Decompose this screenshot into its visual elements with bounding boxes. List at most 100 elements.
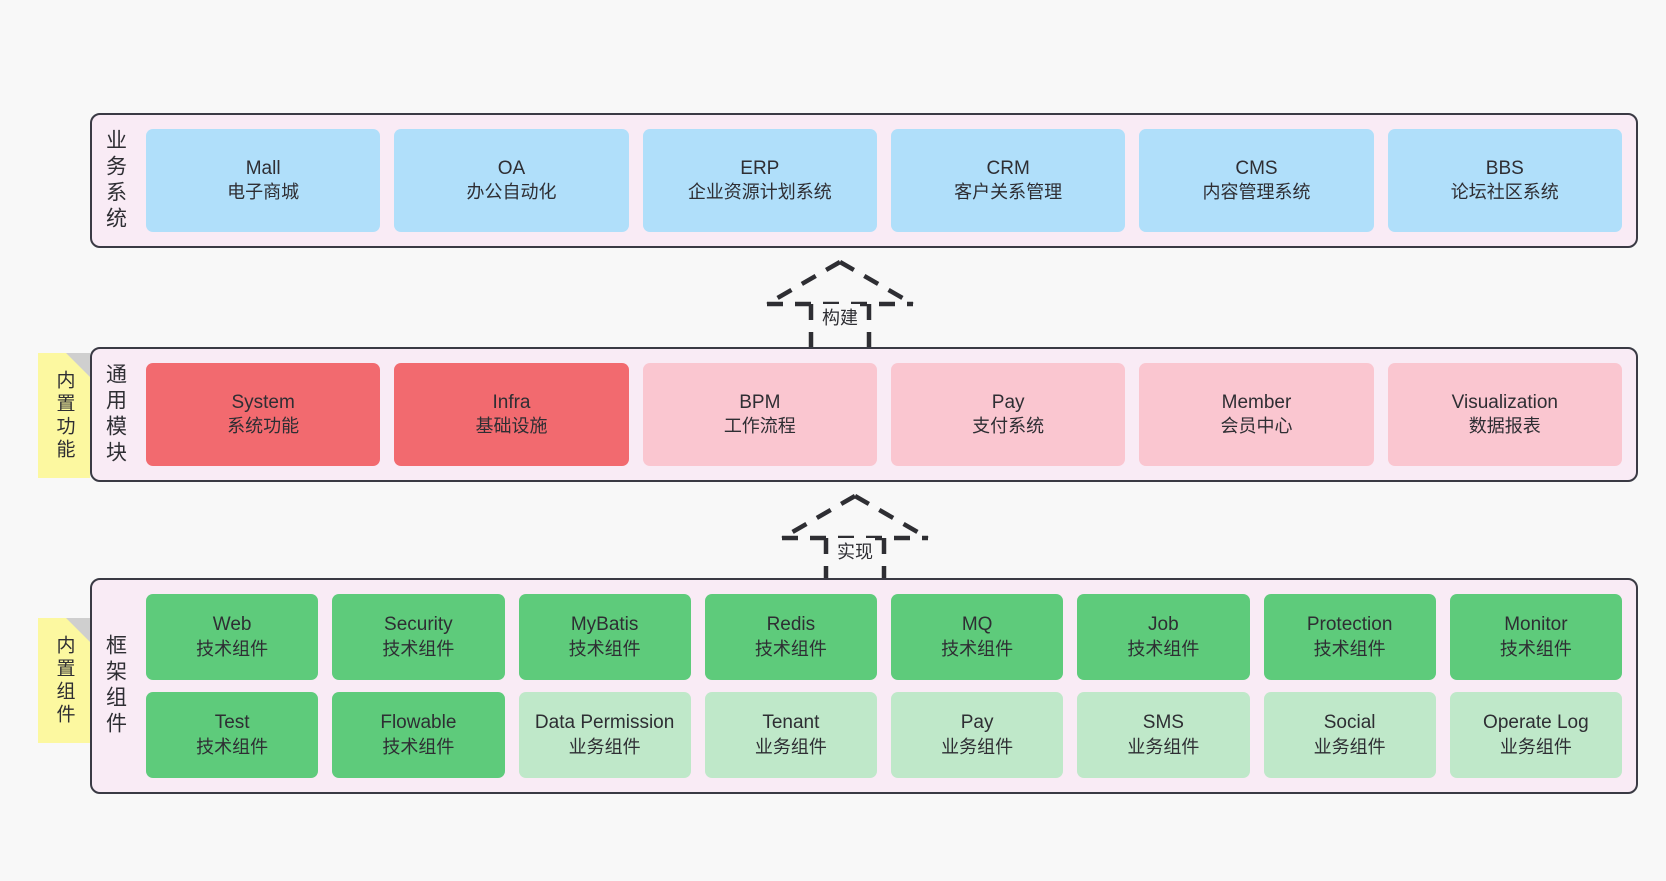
card-title: Tenant xyxy=(762,712,820,734)
sticky-note-builtin-component-label: 内置组件 xyxy=(53,634,75,727)
card-title: CRM xyxy=(986,157,1030,179)
card-title: Flowable xyxy=(380,712,457,734)
card-title: Infra xyxy=(492,391,531,413)
card-subtitle: 技术组件 xyxy=(568,638,641,659)
card-title: Protection xyxy=(1306,614,1393,636)
card-title: MyBatis xyxy=(570,614,639,636)
card-subtitle: 业务组件 xyxy=(568,736,641,757)
card-subtitle: 论坛社区系统 xyxy=(1450,182,1559,203)
card-crm[interactable]: CRM 客户关系管理 xyxy=(890,129,1126,232)
card-subtitle: 基础设施 xyxy=(475,416,548,437)
card-member[interactable]: Member 会员中心 xyxy=(1139,363,1374,466)
card-subtitle: 系统功能 xyxy=(227,416,300,437)
layer-framework-component-title: 框架组件 xyxy=(103,634,127,738)
card-subtitle: 业务组件 xyxy=(1499,736,1572,757)
card-title: BBS xyxy=(1485,157,1524,179)
card-title: Social xyxy=(1323,712,1376,734)
card-title: System xyxy=(231,391,295,413)
card-oa[interactable]: OA 办公自动化 xyxy=(394,129,629,232)
card-pay[interactable]: Pay 支付系统 xyxy=(890,363,1126,466)
card-erp[interactable]: ERP 企业资源计划系统 xyxy=(642,129,877,232)
card-title: Mall xyxy=(245,157,281,179)
card-subtitle: 电子商城 xyxy=(227,182,300,203)
card-subtitle: 技术组件 xyxy=(941,638,1014,659)
card-title: OA xyxy=(497,157,526,179)
connector-build-label: 构建 xyxy=(820,304,860,330)
card-title: MQ xyxy=(961,614,993,636)
layer-common-module-title: 通用模块 xyxy=(103,362,127,467)
card-subtitle: 办公自动化 xyxy=(466,182,557,203)
sticky-fold-corner-icon xyxy=(66,618,90,642)
card-title: Operate Log xyxy=(1483,712,1589,734)
card-title: Monitor xyxy=(1504,614,1568,636)
card-subtitle: 技术组件 xyxy=(382,736,455,757)
card-title: Member xyxy=(1221,391,1292,413)
card-subtitle: 技术组件 xyxy=(196,736,269,757)
connector-build: 构建 xyxy=(755,258,925,357)
card-system[interactable]: System 系统功能 xyxy=(146,363,381,466)
card-subtitle: 业务组件 xyxy=(941,736,1014,757)
card-title: Pay xyxy=(991,391,1025,413)
card-title: Redis xyxy=(766,614,816,636)
sticky-note-builtin-feature-label: 内置功能 xyxy=(53,369,75,462)
card-subtitle: 业务组件 xyxy=(1127,736,1200,757)
card-visualization[interactable]: Visualization 数据报表 xyxy=(1387,363,1622,466)
common-card-list: System 系统功能 Infra 基础设施 BPM 工作流程 Pay 支付系统 Member 会… xyxy=(138,349,1636,480)
card-title: Security xyxy=(384,614,453,636)
card-title: Job xyxy=(1148,614,1179,636)
sticky-note-builtin-feature: 内置功能 xyxy=(38,353,90,478)
card-bbs[interactable]: BBS 论坛社区系统 xyxy=(1387,129,1622,232)
card-subtitle: 客户关系管理 xyxy=(954,182,1063,203)
card-cms[interactable]: CMS 内容管理系统 xyxy=(1139,129,1374,232)
card-title: ERP xyxy=(740,157,780,179)
sticky-fold-corner-icon xyxy=(66,353,90,377)
card-subtitle: 技术组件 xyxy=(382,638,455,659)
card-title: CMS xyxy=(1235,157,1278,179)
card-subtitle: 技术组件 xyxy=(754,638,827,659)
card-infra[interactable]: Infra 基础设施 xyxy=(394,363,629,466)
card-subtitle: 技术组件 xyxy=(1499,638,1572,659)
card-subtitle: 内容管理系统 xyxy=(1202,182,1311,203)
card-subtitle: 技术组件 xyxy=(1313,638,1386,659)
card-title: Data Permission xyxy=(534,712,675,734)
card-subtitle: 会员中心 xyxy=(1220,416,1293,437)
card-mall[interactable]: Mall 电子商城 xyxy=(146,129,381,232)
card-subtitle: 企业资源计划系统 xyxy=(687,182,832,203)
connector-implement: 实现 xyxy=(770,492,940,591)
card-bpm[interactable]: BPM 工作流程 xyxy=(642,363,877,466)
card-subtitle: 支付系统 xyxy=(972,416,1045,437)
card-title: SMS xyxy=(1142,712,1184,734)
card-title: Test xyxy=(214,712,250,734)
card-title: Web xyxy=(212,614,252,636)
layer-business-system-title: 业务系统 xyxy=(103,128,127,233)
card-subtitle: 业务组件 xyxy=(754,736,827,757)
card-subtitle: 技术组件 xyxy=(196,638,269,659)
connector-implement-label: 实现 xyxy=(835,538,875,564)
card-title: BPM xyxy=(739,391,781,413)
card-subtitle: 业务组件 xyxy=(1313,736,1386,757)
card-subtitle: 数据报表 xyxy=(1468,416,1541,437)
card-subtitle: 工作流程 xyxy=(723,416,796,437)
card-title: Visualization xyxy=(1451,391,1558,413)
card-subtitle: 技术组件 xyxy=(1127,638,1200,659)
